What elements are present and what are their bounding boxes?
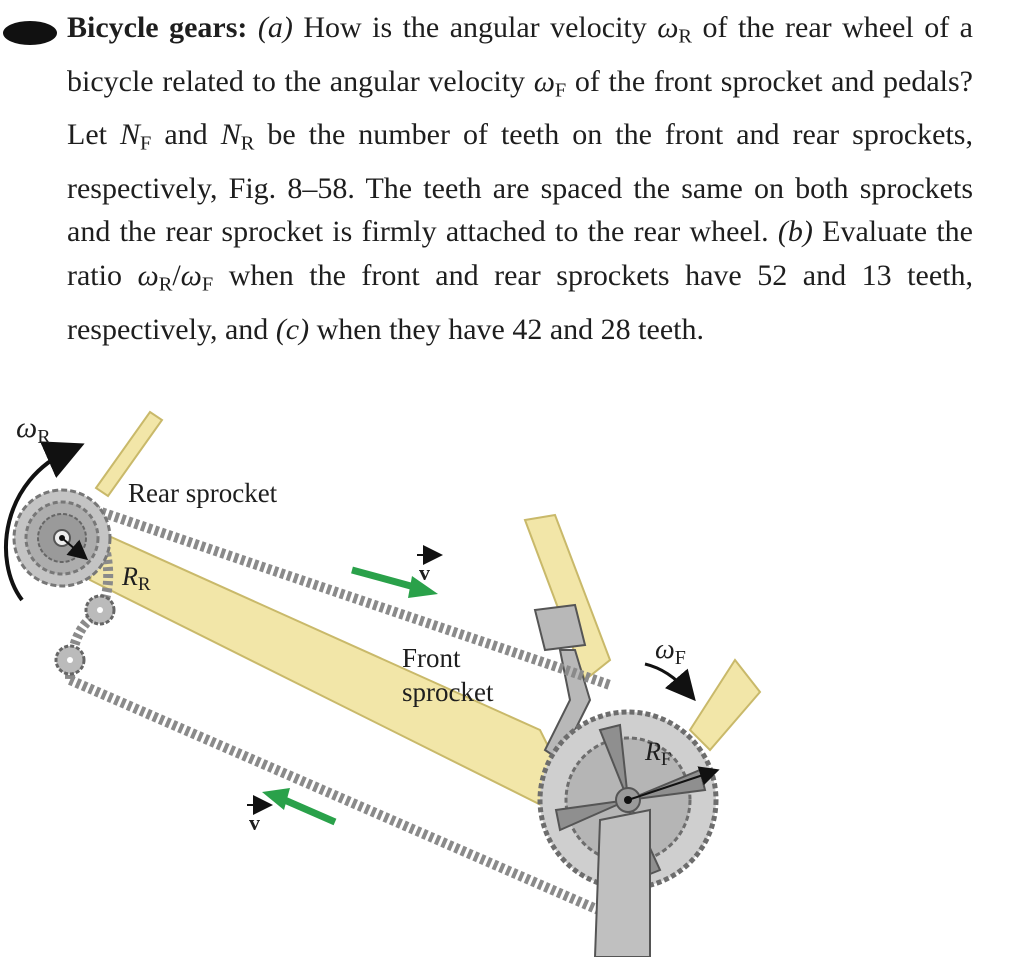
nr-subscript: R: [240, 132, 255, 155]
bicycle-gear-diagram: ωR Rear sprocket RR v v Front sprocket ω…: [4, 410, 762, 957]
ratio-denominator-symbol: ω: [180, 259, 202, 293]
problem-text-2: of the rear wheel of a bicycle related t…: [67, 11, 973, 98]
chain-velocity-arrows: [262, 566, 438, 826]
down-tube: [688, 658, 762, 752]
problem-text-3: of the front sprocket and pedals? Let: [67, 64, 973, 152]
problem-text-5: be the number of teeth on the front and …: [67, 118, 973, 249]
velocity-top-label: v: [417, 545, 443, 585]
problem-title: Bicycle gears: [67, 11, 238, 44]
problem-text-8: when they have 42 and 28 teeth.: [309, 312, 704, 346]
omega-f-rotation-arrow: [644, 662, 696, 702]
front-radius-line: [627, 766, 720, 801]
omega-r-subscript: R: [678, 25, 693, 48]
problem-text-4: and: [151, 118, 221, 151]
crank-arm: [593, 808, 651, 957]
svg-text:v: v: [419, 560, 430, 585]
nf-symbol: N: [119, 118, 140, 151]
front-sprocket-label-line2: sprocket: [402, 677, 494, 707]
rear-derailleur-pulleys: [54, 594, 116, 676]
chain-stay-tube: [88, 530, 577, 814]
r-f-label: RF: [644, 737, 671, 770]
omega-r-symbol: ω: [657, 11, 679, 44]
front-sprocket-label-line1: Front: [402, 643, 461, 673]
ratio-numerator-symbol: ω: [137, 259, 159, 293]
velocity-arrow-bottom: [278, 794, 337, 826]
problem-text-6: Evaluate the ratio: [67, 215, 973, 293]
part-c-marker: (c): [275, 312, 310, 346]
nf-subscript: F: [140, 132, 152, 155]
velocity-arrow-top: [351, 566, 419, 592]
ratio-numerator-subscript: R: [158, 273, 173, 296]
r-r-label: RR: [121, 562, 151, 595]
velocity-bottom-label: v: [247, 795, 273, 835]
problem-text-1: How is the angular velocity: [292, 11, 658, 44]
omega-f-subscript: F: [554, 79, 567, 102]
svg-text:v: v: [249, 810, 260, 835]
problem-text-7: when the front and rear sprockets have 5…: [67, 259, 973, 346]
omega-r-rotation-arrow: [4, 441, 85, 602]
ratio-slash: /: [172, 259, 181, 293]
problem-title-colon: :: [237, 11, 248, 44]
problem-statement: Bicycle gears: (a) How is the angular ve…: [67, 6, 973, 351]
rear-sprocket-label: Rear sprocket: [128, 478, 278, 508]
chain-bottom-run: [68, 675, 612, 920]
omega-f-symbol: ω: [533, 64, 555, 98]
seat-stay-tube: [94, 410, 164, 498]
part-b-marker: (b): [777, 215, 813, 249]
rear-radius-line: [61, 537, 89, 561]
part-a-marker: (a): [257, 11, 293, 44]
omega-f-label: ωF: [655, 634, 686, 669]
nr-symbol: N: [220, 118, 241, 151]
problem-bullet-marker: [2, 20, 58, 46]
ratio-denominator-subscript: F: [201, 273, 214, 296]
omega-r-label: ωR: [16, 411, 51, 448]
